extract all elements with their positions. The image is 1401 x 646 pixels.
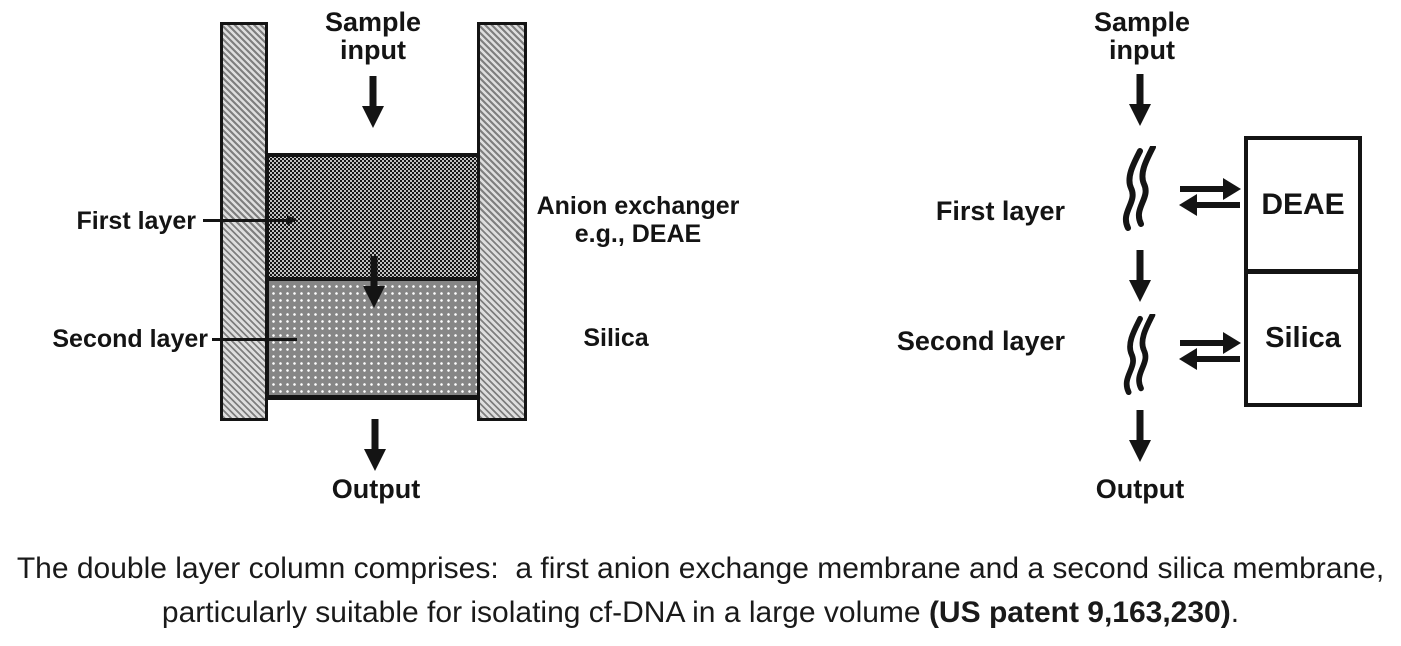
- left-sample-input-label: Sample input: [273, 8, 473, 64]
- right-output-label: Output: [1095, 474, 1185, 504]
- membrane-icon: [1119, 314, 1165, 396]
- caption-line1: The double layer column comprises: a fir…: [16, 552, 1385, 585]
- down-arrow-icon: [1128, 74, 1152, 126]
- down-arrow-icon: [361, 76, 385, 128]
- leader-line: [212, 338, 297, 341]
- silica-annotation: Silica: [583, 324, 649, 352]
- silica-box: Silica: [1265, 322, 1341, 354]
- down-arrow-icon: [1128, 410, 1152, 462]
- right-sample-input-line2: input: [1109, 35, 1175, 65]
- anion-annotation-line2: e.g., DEAE: [574, 220, 702, 248]
- membrane-icon: [1119, 146, 1165, 232]
- caption-patent-number: (US patent 9,163,230): [928, 596, 1231, 629]
- left-column-diagram: Sample input First layer Second layer: [0, 0, 830, 540]
- right-first-layer-label: First layer: [935, 196, 1065, 226]
- left-sample-input-line2: input: [340, 35, 406, 65]
- anion-annotation-line1: Anion exchanger: [536, 192, 740, 220]
- caption-line2: particularly suitable for isolating cf-D…: [0, 596, 1401, 630]
- box-divider: [1248, 269, 1358, 274]
- right-sample-input-line1: Sample: [1093, 7, 1191, 37]
- down-arrow-icon: [1128, 250, 1152, 302]
- column-right-wall: [477, 22, 527, 421]
- deae-box: DEAE: [1261, 187, 1345, 221]
- anion-exchanger-annotation: Anion exchanger e.g., DEAE: [528, 192, 748, 248]
- right-schematic-diagram: Sample input First layer: [830, 0, 1401, 540]
- down-arrow-icon: [363, 419, 387, 471]
- right-sample-input-label: Sample input: [1042, 8, 1242, 64]
- left-output-label: Output: [331, 474, 421, 504]
- caption-line2-text: particularly suitable for isolating cf-D…: [161, 596, 929, 629]
- down-arrow-icon: [362, 256, 386, 308]
- sorbent-boxes: DEAE Silica: [1244, 136, 1362, 407]
- left-first-layer-label: First layer: [76, 207, 196, 235]
- leader-line: [203, 215, 297, 225]
- left-sample-input-line1: Sample: [324, 7, 422, 37]
- equilibrium-arrows-icon: [1178, 176, 1242, 218]
- caption-line2-period: .: [1230, 596, 1240, 629]
- right-second-layer-label: Second layer: [896, 326, 1065, 356]
- equilibrium-arrows-icon: [1178, 330, 1242, 372]
- leader-arrowhead-icon: [287, 215, 297, 225]
- left-second-layer-label: Second layer: [52, 325, 208, 353]
